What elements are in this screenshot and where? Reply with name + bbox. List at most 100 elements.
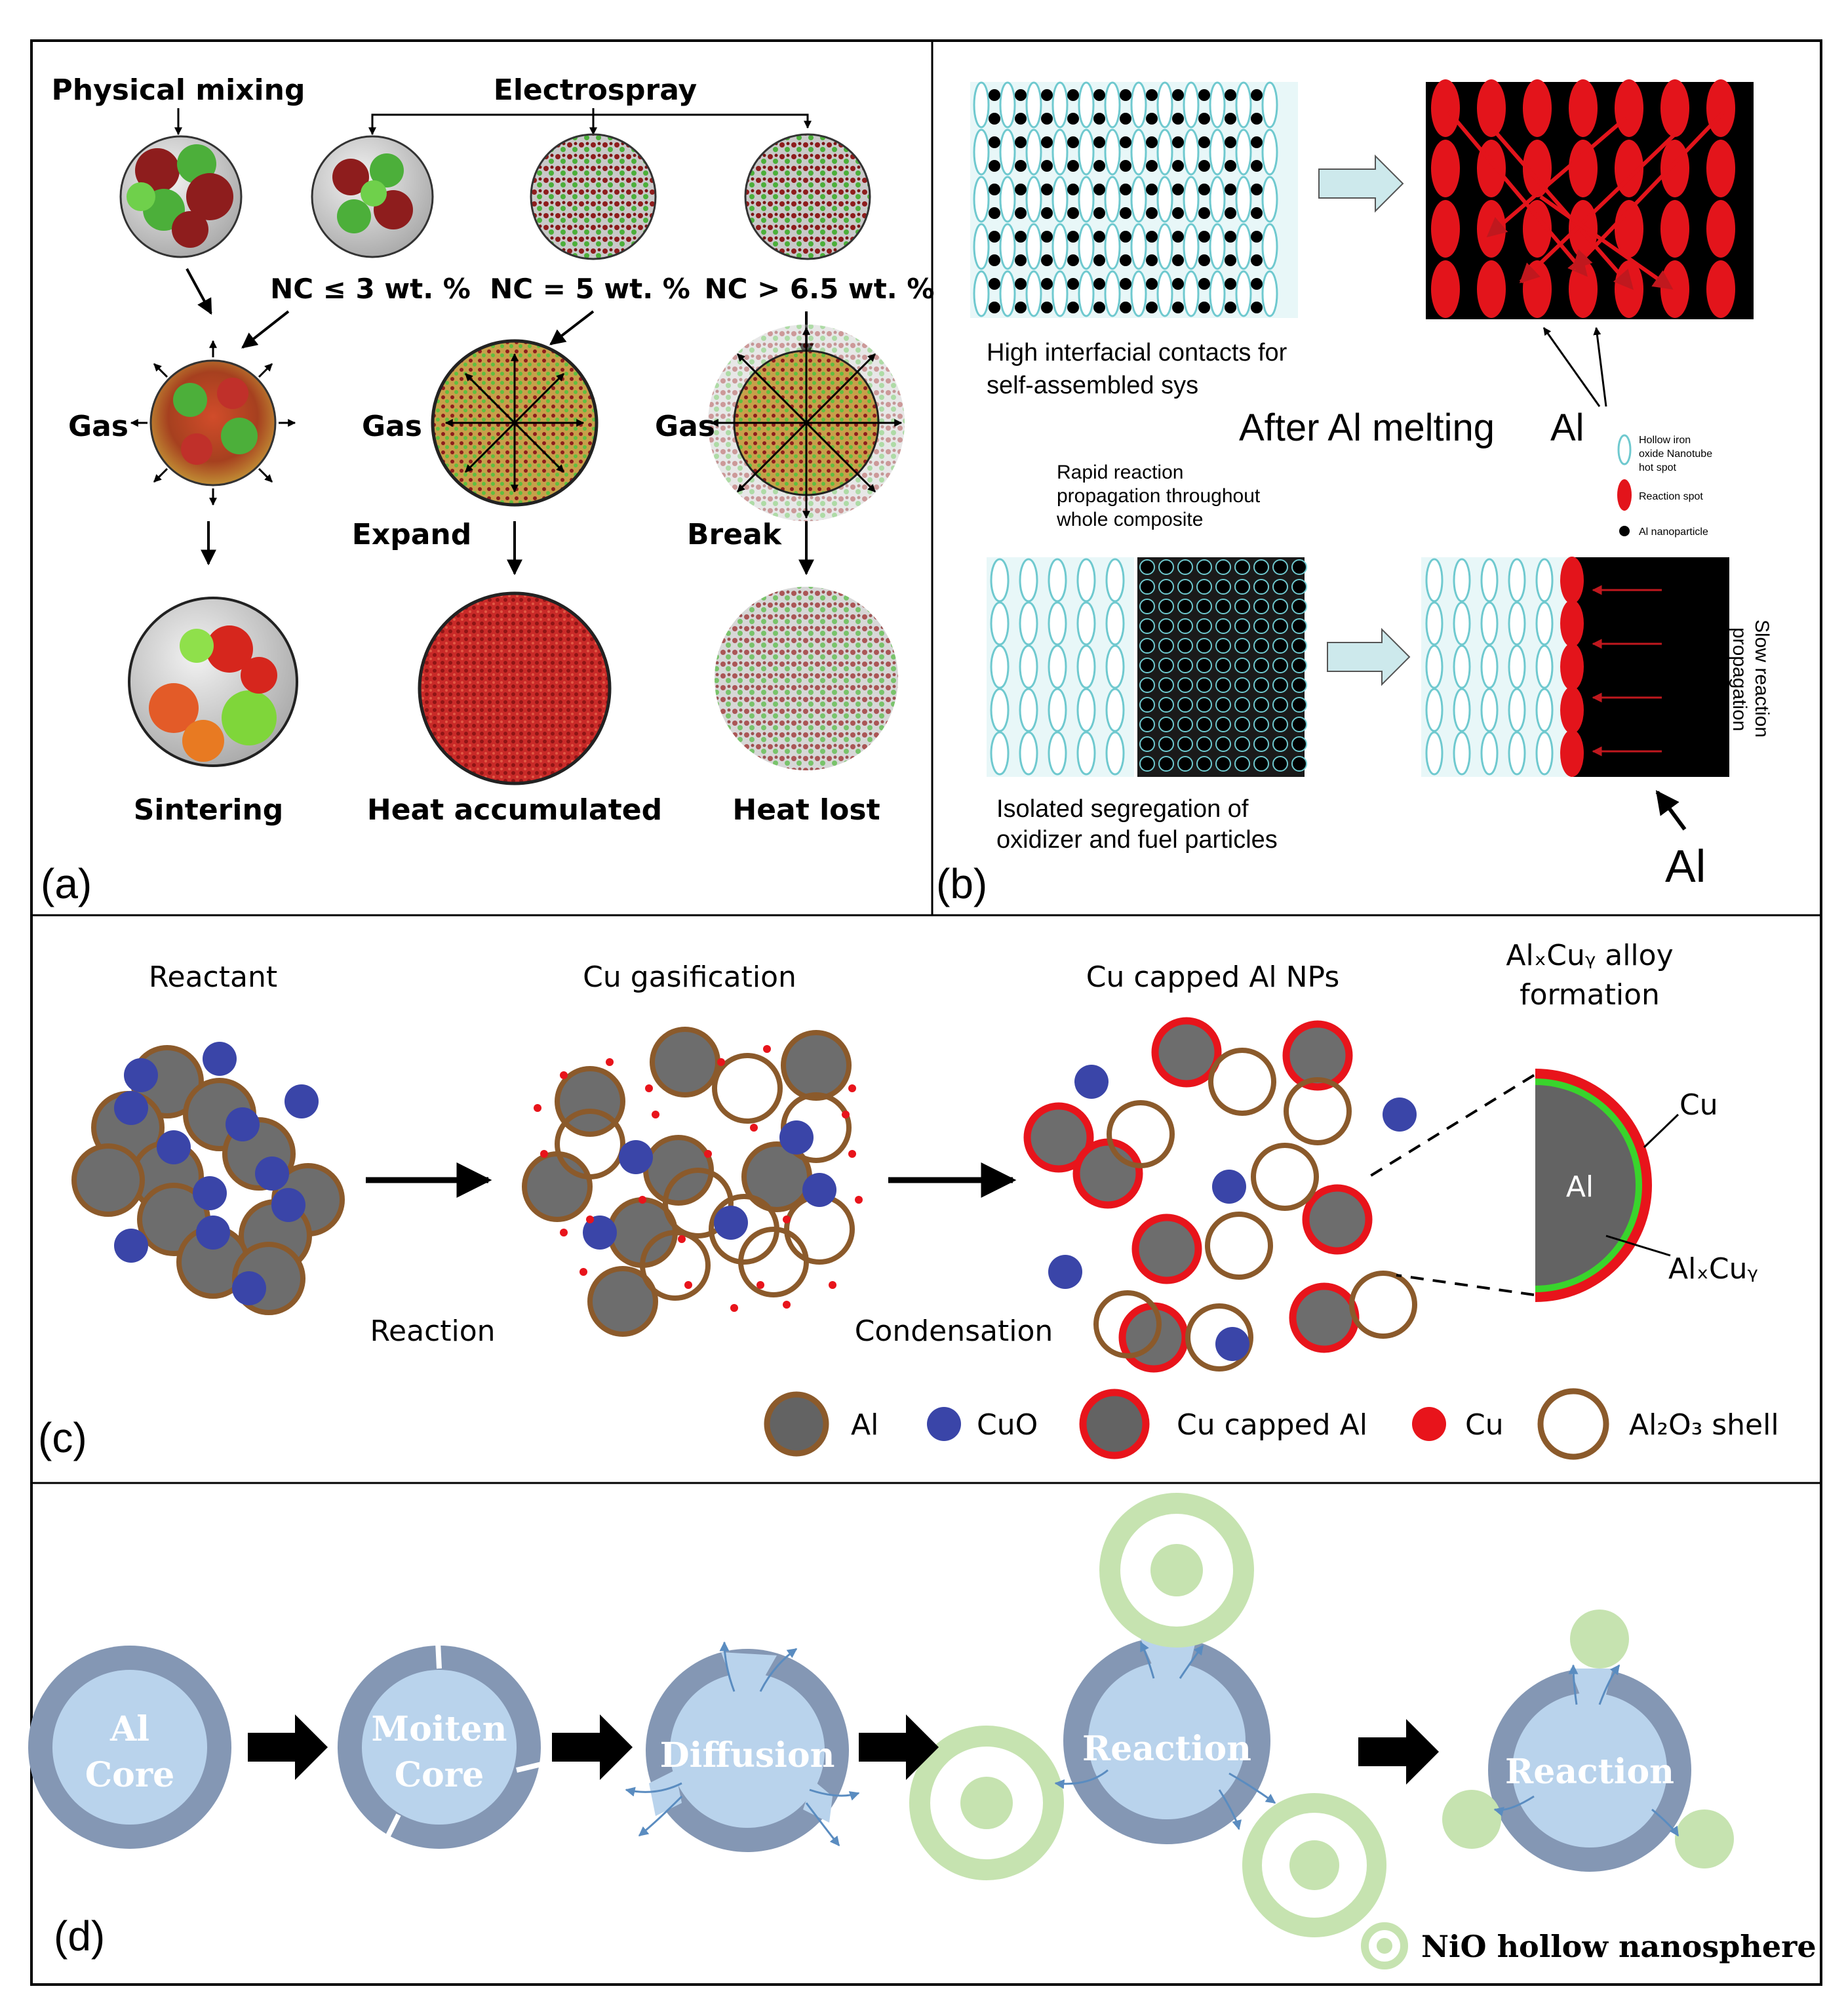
al-nanoparticle — [1067, 184, 1079, 195]
gas-label-low: Gas — [68, 410, 128, 443]
legend-hollow-line2: oxide Nanotube — [1639, 448, 1712, 460]
cuo-particle — [1215, 1327, 1249, 1361]
hollow-tube — [999, 223, 1016, 270]
al-nanoparticle — [1251, 89, 1263, 101]
hollow-tube — [1235, 223, 1252, 270]
hollow-tube — [1535, 644, 1554, 689]
hollow-tube — [1078, 176, 1095, 223]
al-nanoparticle — [1158, 579, 1174, 595]
al-label-bottom: Al — [1665, 840, 1706, 892]
reaction-spot — [1660, 79, 1689, 137]
al-nanoparticle — [1093, 254, 1105, 266]
al-nanoparticle — [1120, 207, 1131, 219]
al-nanoparticle — [1196, 579, 1212, 595]
al-nanoparticle — [1172, 207, 1184, 219]
al-nanoparticle — [1251, 113, 1263, 125]
al-nanoparticle — [1177, 559, 1193, 575]
al-nanoparticle — [1198, 160, 1210, 172]
al-nanoparticle — [1093, 89, 1105, 101]
reaction-front — [1560, 730, 1584, 777]
al-nanoparticle — [1146, 113, 1158, 125]
al-nanoparticle — [1253, 559, 1269, 575]
reaction-spot — [1706, 79, 1735, 137]
cu-atom — [783, 1216, 791, 1223]
al-nanoparticle — [1015, 231, 1027, 243]
cu-atom — [842, 1111, 850, 1118]
al-nanoparticle — [1291, 559, 1307, 575]
al-nanoparticle — [1234, 559, 1250, 575]
al-nanoparticle — [1215, 618, 1231, 634]
al-nanoparticle — [989, 254, 1000, 266]
cu-capped-al — [1023, 1102, 1094, 1173]
al-nanoparticle — [1291, 736, 1307, 752]
cuo-particle — [255, 1156, 289, 1191]
hollow-tube — [1019, 601, 1038, 646]
hollow-tube — [990, 558, 1010, 603]
hollow-tube — [1048, 731, 1067, 776]
cu-atom — [560, 1071, 568, 1079]
hollow-tube — [1051, 176, 1069, 223]
al-pointer-bottom — [1655, 790, 1687, 831]
al-nanoparticle — [1198, 89, 1210, 101]
al-nanoparticle — [1196, 717, 1212, 732]
al-nanoparticle — [1215, 559, 1231, 575]
legend-hollow-line1: Hollow iron — [1639, 435, 1691, 446]
stage4-text: Reaction — [1082, 1729, 1251, 1769]
al-nanoparticle — [1272, 697, 1288, 713]
hollow-tube — [1051, 223, 1069, 270]
cuo-particle — [203, 1042, 237, 1076]
heat-lost-label: Heat lost — [732, 793, 880, 827]
al-nanoparticle — [989, 231, 1000, 243]
hollow-tube — [990, 731, 1010, 776]
reaction-spot — [1477, 200, 1506, 258]
hollow-tube — [1261, 223, 1278, 270]
cuo-particle — [196, 1216, 230, 1250]
al-nanoparticle — [1225, 136, 1236, 148]
hollow-tube — [1048, 644, 1067, 689]
nio-sphere-right — [1242, 1793, 1386, 1937]
al-nanoparticle — [1139, 736, 1155, 752]
al-nanoparticle — [1251, 231, 1263, 243]
al-nanoparticle — [1198, 254, 1210, 266]
hollow-tube — [1425, 688, 1443, 732]
al-nanoparticle — [1251, 160, 1263, 172]
al-nanoparticle — [1198, 278, 1210, 290]
al-nanoparticle — [1272, 579, 1288, 595]
hollow-tube — [1105, 601, 1125, 646]
isolated-line1: Isolated segregation of — [996, 795, 1249, 823]
hollow-tube — [1425, 731, 1443, 776]
al-nanoparticle — [1120, 136, 1131, 148]
break-label: Break — [687, 518, 783, 551]
reaction-path — [1447, 110, 1588, 277]
al-nanoparticle — [1251, 207, 1263, 219]
cu-atom — [586, 1216, 594, 1223]
hollow-tube — [1078, 128, 1095, 176]
al-nanoparticle — [1172, 184, 1184, 195]
panel-c: Reactant Cu gasification Cu capped Al NP… — [38, 939, 1779, 1461]
al-nanoparticle — [989, 89, 1000, 101]
al-nanoparticle — [1272, 756, 1288, 772]
al-nanoparticle — [1041, 302, 1053, 313]
hollow-tube — [1156, 128, 1173, 176]
al-nanoparticle — [1215, 599, 1231, 614]
al-nanoparticle — [1093, 160, 1105, 172]
al-nanoparticle — [1272, 638, 1288, 654]
hollow-tube — [1508, 731, 1526, 776]
cu-capped-nps-label: Cu capped Al NPs — [1086, 960, 1340, 994]
cuo-particle — [157, 1130, 191, 1164]
al-nanoparticle — [1120, 278, 1131, 290]
cuo-particle — [714, 1206, 748, 1240]
al-nanoparticle — [1120, 89, 1131, 101]
slow-line1: Slow reaction — [1751, 620, 1773, 738]
hollow-tube — [1209, 81, 1226, 128]
cu-atom — [730, 1304, 738, 1312]
al-nanoparticle — [989, 113, 1000, 125]
al-nanoparticle — [1196, 677, 1212, 693]
melt-box-top — [1426, 79, 1754, 319]
hollow-tube — [1183, 223, 1200, 270]
al-nanoparticle — [1177, 638, 1193, 654]
al-nanoparticle — [1093, 207, 1105, 219]
al-nanoparticle — [1215, 697, 1231, 713]
al-nanoparticle — [1139, 697, 1155, 713]
reaction-spot — [1615, 260, 1643, 318]
